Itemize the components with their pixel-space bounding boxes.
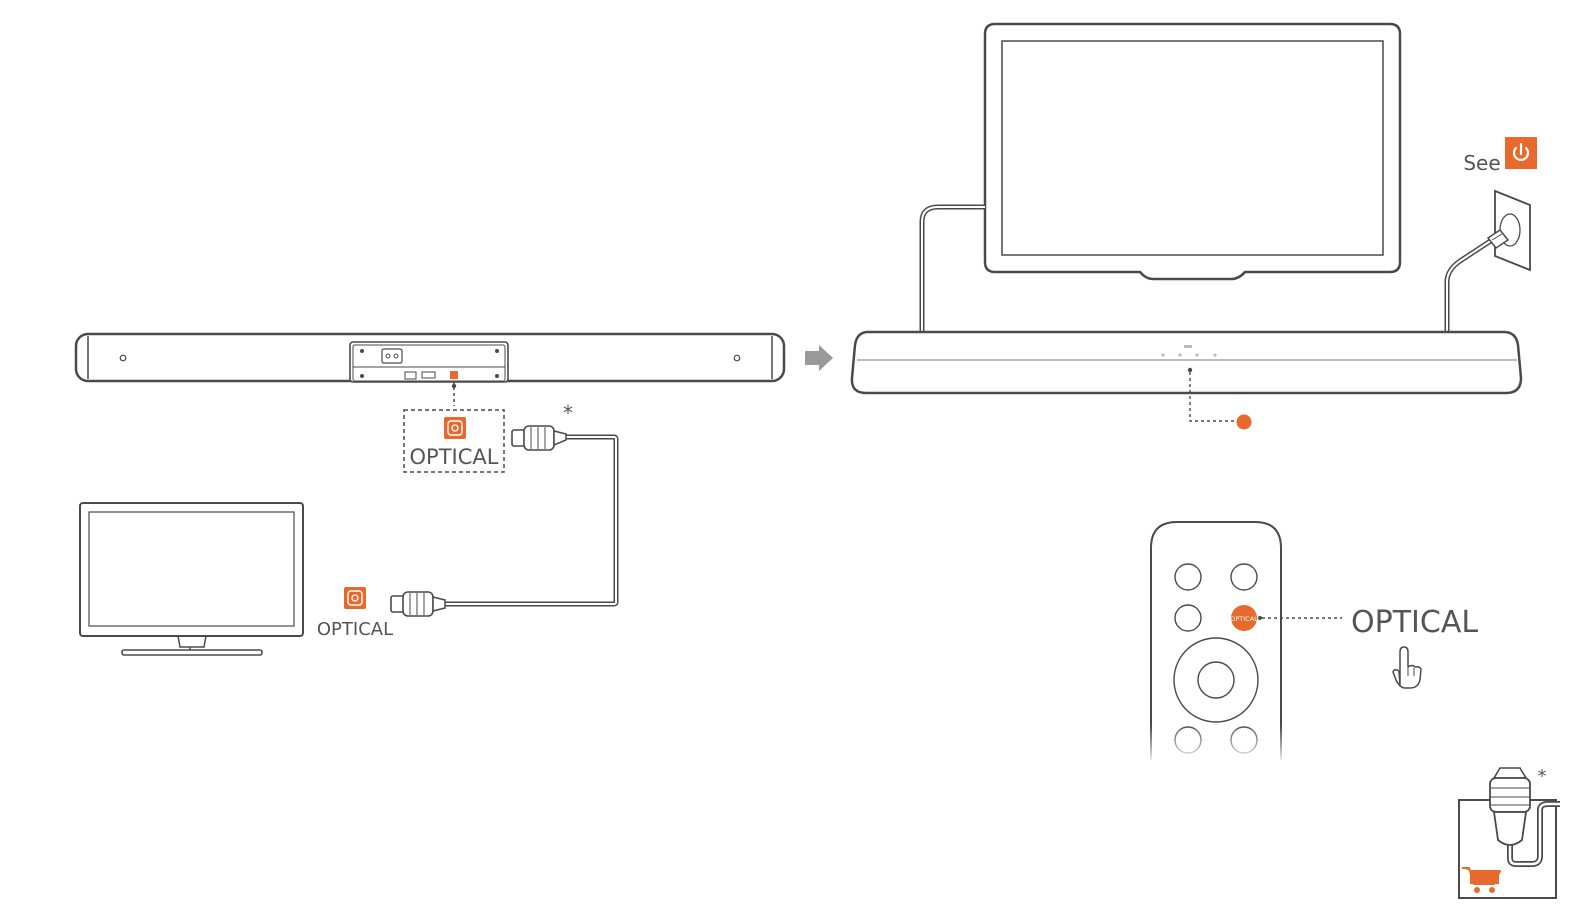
optical-plug-tv [390, 591, 446, 617]
remote-control: OPTICAL [1140, 521, 1292, 765]
remote-dpad-center[interactable] [1197, 661, 1235, 699]
soundbar-front [850, 330, 1523, 395]
asterisk-purchase: * [1538, 766, 1547, 787]
soundbar-optical-label: OPTICAL [410, 445, 499, 469]
soundbar-optical-callout: OPTICAL [403, 381, 505, 473]
tv-optical-port: OPTICAL [317, 587, 393, 640]
tv-optical-label: OPTICAL [317, 619, 393, 640]
see-label: See [1463, 151, 1500, 175]
optical-port-icon [344, 587, 366, 609]
remote-optical-label: OPTICAL [1351, 605, 1478, 640]
optical-port-icon [444, 417, 466, 439]
remote-button[interactable] [1230, 563, 1258, 591]
power-cable-inner [1446, 239, 1493, 333]
tv-cable [919, 204, 985, 332]
remote-button[interactable] [1174, 604, 1202, 632]
shopping-cart-icon [1462, 867, 1501, 893]
soundbar-rear [74, 332, 786, 383]
optical-port-highlight [450, 371, 458, 379]
remote-optical-button[interactable]: OPTICAL [1230, 605, 1258, 631]
asterisk-cable: * [563, 401, 573, 425]
pointing-hand-icon [1392, 646, 1422, 689]
optical-cable: * [390, 401, 619, 617]
tv-left [79, 502, 304, 656]
optical-plug-soundbar [511, 425, 567, 451]
led-indicator-orange [1236, 414, 1252, 430]
purchase-note: * [1458, 766, 1560, 899]
tv-cable-inner [921, 206, 985, 332]
led-callout [1189, 372, 1238, 422]
power-icon [1505, 137, 1537, 169]
status-led [1187, 367, 1193, 373]
tv-right [983, 22, 1402, 281]
remote-optical-button-label: OPTICAL [1230, 615, 1258, 623]
arrow-right-icon [805, 345, 833, 371]
optical-plug-vertical [1489, 767, 1531, 846]
connector-panel [349, 341, 509, 383]
remote-optical-callout: OPTICAL [1258, 605, 1478, 640]
wall-socket-icon [1486, 189, 1531, 272]
remote-button[interactable] [1174, 563, 1202, 591]
